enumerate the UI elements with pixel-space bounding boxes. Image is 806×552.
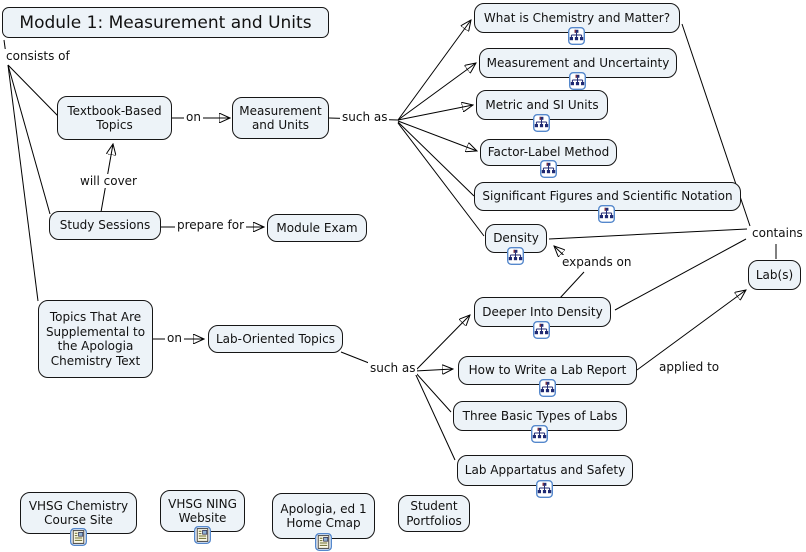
cmap-resource-icon[interactable] xyxy=(507,247,524,265)
cmap-resource-icon[interactable] xyxy=(569,72,586,90)
concept-module-exam[interactable]: Module Exam xyxy=(267,214,367,242)
concept-label: Student Portfolios xyxy=(406,499,462,528)
cmap-resource-icon[interactable] xyxy=(533,321,550,339)
cmap-resource-icon[interactable] xyxy=(531,425,548,443)
concept-label: Study Sessions xyxy=(59,218,151,233)
concept-label: Deeper Into Density xyxy=(482,304,603,319)
linking-phrase-consists-of[interactable]: consists of xyxy=(4,49,72,63)
webpage-resource-icon[interactable] xyxy=(315,533,332,551)
concept-textbook-based-topics[interactable]: Textbook-Based Topics xyxy=(57,96,172,140)
linking-phrase-will-cover[interactable]: will cover xyxy=(78,174,139,188)
concept-label: VHSG Chemistry Course Site xyxy=(28,498,129,528)
concept-vhsg-chemistry-course-site[interactable]: VHSG Chemistry Course Site xyxy=(20,492,137,534)
concept-label: Topics That Are Supplemental to the Apol… xyxy=(45,310,146,368)
webpage-resource-icon[interactable] xyxy=(70,528,87,546)
cmap-resource-icon[interactable] xyxy=(598,205,615,223)
concept-label: Measurement and Uncertainty xyxy=(486,55,670,70)
linking-phrase-on-bottom[interactable]: on xyxy=(165,331,184,345)
concept-metric-and-si-units[interactable]: Metric and SI Units xyxy=(476,90,608,120)
concept-label: Density xyxy=(493,231,539,246)
cmap-resource-icon[interactable] xyxy=(533,114,550,132)
concept-supplemental-topics[interactable]: Topics That Are Supplemental to the Apol… xyxy=(38,300,153,378)
linking-phrase-contains[interactable]: contains xyxy=(750,226,805,240)
cmap-resource-icon[interactable] xyxy=(568,27,585,45)
concept-module-title[interactable]: Module 1: Measurement and Units xyxy=(2,7,329,38)
concept-label: What is Chemistry and Matter? xyxy=(483,10,671,25)
concept-label: Module Exam xyxy=(276,220,358,235)
concept-lab-oriented-topics[interactable]: Lab-Oriented Topics xyxy=(208,325,343,353)
concept-apologia-home-cmap[interactable]: Apologia, ed 1 Home Cmap xyxy=(272,493,375,539)
concept-factor-label-method[interactable]: Factor-Label Method xyxy=(480,139,617,166)
linking-phrase-on-top[interactable]: on xyxy=(184,110,203,124)
cmap-resource-icon[interactable] xyxy=(536,480,553,498)
concept-label: Measurement and Units xyxy=(239,103,322,133)
concept-label: How to Write a Lab Report xyxy=(468,363,627,378)
concept-label: Module 1: Measurement and Units xyxy=(19,12,312,33)
concept-student-portfolios[interactable]: Student Portfolios xyxy=(398,495,470,532)
cmap-resource-icon[interactable] xyxy=(540,160,557,178)
linking-phrase-such-as-top[interactable]: such as xyxy=(340,110,390,124)
concept-label: Factor-Label Method xyxy=(487,145,610,160)
concept-label: Textbook-Based Topics xyxy=(67,103,162,133)
concept-label: VHSG NING Website xyxy=(168,496,237,526)
concept-label: Lab Appartatus and Safety xyxy=(464,463,626,478)
linking-phrase-expands-on[interactable]: expands on xyxy=(560,255,634,269)
webpage-resource-icon[interactable] xyxy=(194,526,211,544)
cmap-resource-icon[interactable] xyxy=(539,379,556,397)
concept-label: Apologia, ed 1 Home Cmap xyxy=(280,501,367,531)
concept-label: Lab(s) xyxy=(755,267,794,282)
concept-label: Lab-Oriented Topics xyxy=(216,331,335,346)
concept-labs[interactable]: Lab(s) xyxy=(748,260,801,290)
concept-measurement-and-units[interactable]: Measurement and Units xyxy=(232,97,329,139)
linking-phrase-applied-to[interactable]: applied to xyxy=(657,360,722,374)
concept-label: Metric and SI Units xyxy=(485,97,599,112)
concept-study-sessions[interactable]: Study Sessions xyxy=(49,211,161,240)
concept-deeper-into-density[interactable]: Deeper Into Density xyxy=(474,297,611,327)
linking-phrase-such-as-bottom[interactable]: such as xyxy=(368,361,418,375)
concept-label: Three Basic Types of Labs xyxy=(462,408,618,423)
linking-phrase-prepare-for[interactable]: prepare for xyxy=(175,218,247,232)
concept-how-to-write-a-lab-report[interactable]: How to Write a Lab Report xyxy=(458,356,637,385)
concept-label: Significant Figures and Scientific Notat… xyxy=(482,189,733,204)
concept-lab-apparatus-and-safety[interactable]: Lab Appartatus and Safety xyxy=(457,455,633,486)
